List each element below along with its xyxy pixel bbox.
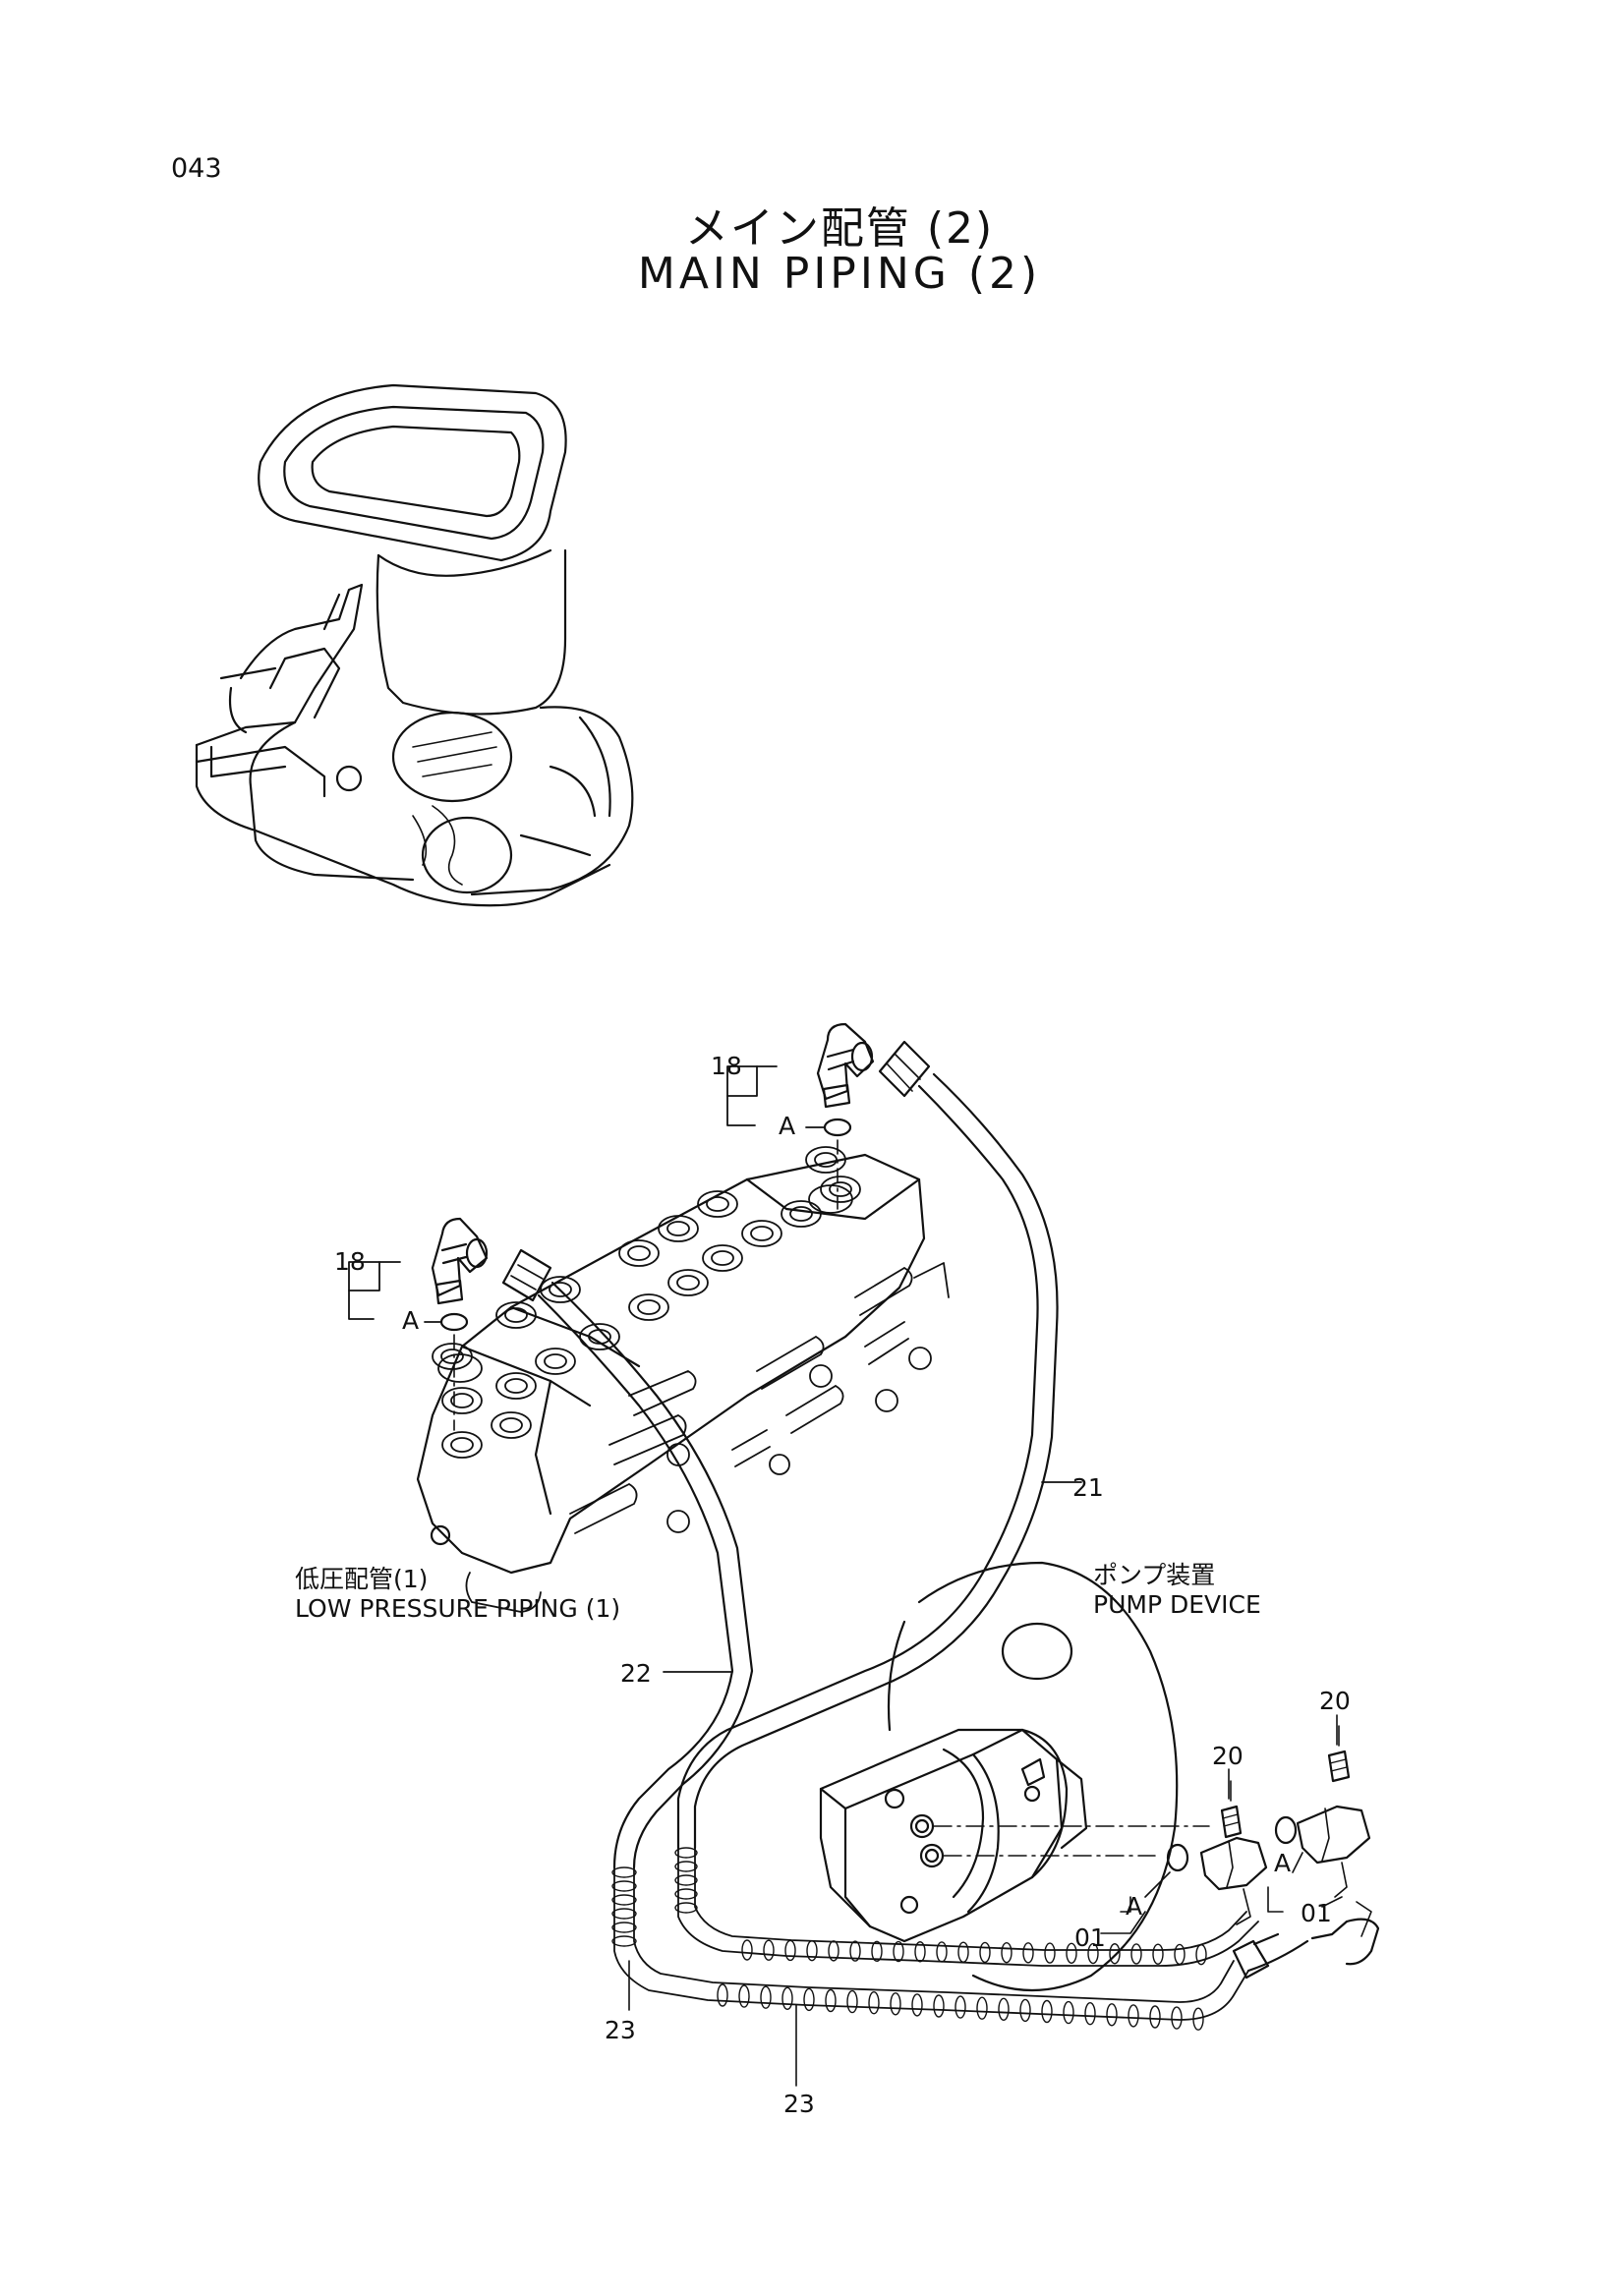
- coil-mark: [1044, 1942, 1056, 1964]
- coil-mark: [1066, 1942, 1077, 1965]
- coil-mark: [1063, 2000, 1074, 2025]
- control-valve-block: [416, 1146, 950, 1613]
- coil-mark: [1130, 1943, 1142, 1965]
- coil-mark: [1171, 2006, 1183, 2030]
- fittings-20-and-01: [1100, 1725, 1380, 1980]
- coil-mark: [1195, 1943, 1207, 1966]
- callout-01-right: 01: [1301, 1899, 1332, 1927]
- title-english: MAIN PIPING (2): [637, 249, 1042, 299]
- callout-23-bottom: 23: [783, 2090, 815, 2118]
- coil-mark: [955, 1995, 966, 2019]
- coil-mark: [611, 1922, 637, 1933]
- coil-mark: [803, 1987, 815, 2012]
- coil-mark: [825, 1988, 837, 2013]
- coil-mark: [868, 1990, 880, 2015]
- callout-a-pump-right: A: [1274, 1849, 1292, 1877]
- callout-23-left: 23: [605, 2016, 636, 2044]
- coil-mark: [936, 1941, 948, 1963]
- coil-mark: [611, 1866, 637, 1878]
- coil-mark: [1041, 1999, 1053, 2024]
- coil-mark: [1109, 1943, 1121, 1965]
- machine-overview-illustration: [195, 383, 634, 907]
- spiral-guard-coils: [611, 1847, 1207, 2031]
- coil-mark: [611, 1908, 637, 1920]
- coil-mark: [674, 1874, 698, 1886]
- callout-01-left: 01: [1074, 1923, 1106, 1952]
- coil-mark: [933, 1994, 945, 2018]
- coil-mark: [1019, 1998, 1031, 2023]
- callout-21: 21: [1072, 1473, 1104, 1502]
- hose-21: [676, 1040, 1082, 1850]
- pump-device: [819, 1561, 1210, 1992]
- callout-20-right: 20: [1319, 1687, 1351, 1715]
- coil-mark: [784, 1939, 796, 1962]
- coil-mark: [893, 1940, 904, 1963]
- callout-a-left: A: [402, 1306, 420, 1335]
- page-number: 043: [171, 153, 222, 184]
- title-japanese: メイン配管 (2): [684, 203, 995, 254]
- coil-mark: [1128, 2004, 1139, 2028]
- coil-mark: [806, 1939, 818, 1962]
- callout-20-left: 20: [1212, 1742, 1244, 1770]
- coil-mark: [871, 1940, 883, 1963]
- low-pressure-piping-label-en: LOW PRESSURE PIPING (1): [295, 1594, 621, 1623]
- coil-mark: [911, 1993, 923, 2017]
- coil-mark: [1149, 2005, 1161, 2029]
- coil-mark: [1192, 2007, 1204, 2031]
- coil-mark: [1106, 2003, 1118, 2027]
- coil-mark: [849, 1940, 861, 1962]
- coil-mark: [674, 1847, 698, 1859]
- coil-mark: [1087, 1942, 1099, 1965]
- elbow-fitting-18-top: [726, 1022, 875, 1210]
- coil-mark: [846, 1989, 858, 2014]
- coil-mark: [738, 1984, 750, 2008]
- coil-mark: [1022, 1942, 1034, 1964]
- coil-mark: [611, 1880, 637, 1892]
- coil-mark: [914, 1941, 926, 1963]
- coil-mark: [611, 1935, 637, 1947]
- coil-mark: [1152, 1943, 1164, 1965]
- coil-mark: [1084, 2001, 1096, 2026]
- coil-mark: [763, 1939, 775, 1961]
- elbow-fitting-18-left: [348, 1217, 489, 1431]
- coil-mark: [741, 1939, 753, 1961]
- pump-device-label-jp: ポンプ装置: [1093, 1561, 1216, 1589]
- coil-mark: [760, 1985, 772, 2009]
- coil-mark: [717, 1983, 728, 2007]
- coil-mark: [781, 1986, 793, 2011]
- coil-mark: [674, 1888, 698, 1900]
- coil-mark: [979, 1941, 991, 1964]
- pump-device-label-en: PUMP DEVICE: [1093, 1590, 1261, 1619]
- spiral-guard-23: [613, 1847, 1259, 2021]
- coil-mark: [674, 1902, 698, 1914]
- coil-mark: [1174, 1943, 1186, 1966]
- coil-mark: [998, 1997, 1010, 2022]
- coil-mark: [611, 1894, 637, 1906]
- coil-mark: [1001, 1941, 1012, 1964]
- coil-mark: [828, 1940, 839, 1962]
- coil-mark: [957, 1941, 969, 1963]
- coil-mark: [890, 1992, 901, 2016]
- coil-mark: [674, 1861, 698, 1872]
- coil-mark: [976, 1996, 988, 2020]
- low-pressure-piping-label-jp: 低圧配管(1): [295, 1565, 429, 1593]
- callout-22: 22: [620, 1659, 652, 1688]
- hose-22: [501, 1248, 754, 1869]
- callout-a-top: A: [779, 1112, 796, 1140]
- callout-leaders: [628, 1714, 1338, 2087]
